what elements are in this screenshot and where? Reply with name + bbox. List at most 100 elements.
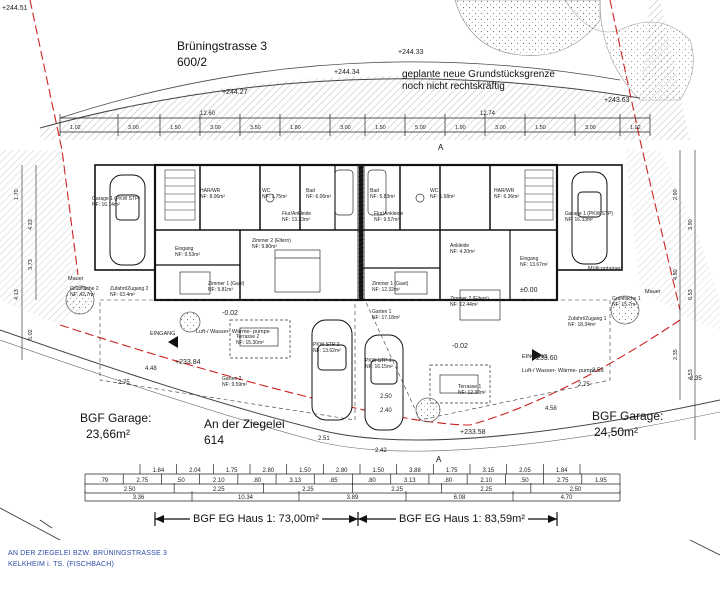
dim-b1-8: 1.75 — [446, 468, 458, 474]
dim-misc-8: 2.35 — [690, 376, 702, 382]
elevation-e8: +233.60 — [532, 355, 558, 362]
dim-b3-1: 2.25 — [213, 487, 225, 493]
street-edge-2 — [59, 61, 621, 119]
room-area-r17: NF: 4.20m² — [450, 249, 475, 255]
dim-b1-3: 2.80 — [262, 468, 274, 474]
room-area-r22: NF: 17.18m² — [372, 315, 400, 321]
elevation-e7: +233.58 — [460, 429, 486, 436]
dim-b3-5: 2.50 — [570, 487, 582, 493]
street-label-ziegelei: An der Ziegelei — [204, 417, 285, 431]
boundary-note-line1: geplante neue Grundstücksgrenze — [402, 69, 555, 80]
tree-foliage-top — [454, 0, 694, 101]
elevation-e4: +244.27 — [222, 89, 248, 96]
room-area-r27: NF: 16.15m² — [365, 364, 393, 370]
dim-side-9: 2.35 — [673, 349, 679, 360]
room-name-r21: Garage 1 (PKW STP) — [565, 211, 613, 217]
dim-side-0: 1.70 — [14, 189, 20, 200]
dim-side-1: 4.33 — [28, 219, 34, 230]
dim-side-3: 4.13 — [14, 289, 20, 300]
property-line-right — [609, 0, 681, 311]
room-area-r14: NF: 1.68m² — [430, 194, 455, 200]
room-area-r24: NF: 15.7m² — [612, 302, 637, 308]
dim-b1-9: 3.15 — [482, 468, 494, 474]
dim-b1-5: 2.80 — [336, 468, 348, 474]
bgf-arrowheads — [155, 515, 557, 523]
dim-top-13: 1.02 — [630, 125, 641, 131]
dim-b1-6: 1.50 — [372, 468, 384, 474]
dim-side-6: 3.90 — [688, 219, 694, 230]
garden-right-outline — [364, 299, 611, 421]
dim-top-5: 1.80 — [290, 125, 301, 131]
dim-b2-13: 1.95 — [595, 478, 607, 484]
footer-address-line1: AN DER ZIEGELEI BZW. BRÜNINGSTRASSE 3 — [8, 550, 168, 557]
room-name-r20: Zimmer 2 (Eltern) — [450, 296, 489, 302]
dim-b2-12: 2.75 — [557, 478, 569, 484]
dim-b3-2: 2.25 — [302, 487, 314, 493]
elevation-e11: -0.02 — [452, 343, 468, 350]
garage-right-value: 24,50m² — [594, 425, 639, 439]
dim-top-10: 3.00 — [495, 125, 506, 131]
dim-b2-10: 2.10 — [480, 478, 492, 484]
room-area-r26: NF: 13.62m² — [313, 348, 341, 354]
room-name-r15: HAR/WR — [494, 188, 515, 194]
footer-address-line2: KELKHEIM i. TS. (FISCHBACH) — [8, 561, 115, 568]
room-area-r11: NF: 15.30m² — [236, 340, 264, 346]
svg-text:A: A — [436, 455, 442, 464]
dim-b3-3: 2.25 — [391, 487, 403, 493]
terrain-hatch-left — [0, 150, 95, 325]
dim-misc-0: 2.75 — [118, 380, 130, 386]
room-area-r21: NF: 16.33m² — [565, 217, 593, 223]
room-name-r7: Zimmer 1 (Gast) — [208, 281, 245, 287]
dim-b2-5: 3.13 — [289, 478, 301, 484]
bath-fixtures — [265, 169, 425, 216]
elevation-e10: -0.02 — [222, 310, 238, 317]
dim-top-7: 1.50 — [375, 125, 386, 131]
street-label-bruening: Brüningstrasse 3 — [177, 39, 268, 53]
room-area-r3: NF: 6.06m² — [306, 194, 331, 200]
street-edge-ziegelei-2 — [0, 339, 720, 452]
room-area-r25: NF: 18.34m² — [568, 322, 596, 328]
room-name-r27: PKW STP 1 — [365, 358, 392, 364]
trees — [65, 285, 640, 423]
dim-b1-0: 1.84 — [152, 468, 164, 474]
dim-b2-4: .80 — [253, 478, 262, 484]
room-area-r16: NF: 9.57m² — [374, 217, 399, 223]
dim-side-10: 4.53 — [688, 369, 694, 380]
dim-b3-4: 2.25 — [480, 487, 492, 493]
dim-b1-11: 1.84 — [556, 468, 568, 474]
terrace-left — [229, 319, 291, 359]
label-m3: Luft-/ Wasser- Wärme- pumpe — [196, 329, 270, 335]
car-garage-left — [109, 174, 146, 266]
dim-top-2: 1.50 — [170, 125, 181, 131]
entrance-arrows — [168, 336, 542, 361]
dim-b2-2: .50 — [176, 478, 185, 484]
room-area-r12: NF: 9.59m² — [222, 382, 247, 388]
dim-top-3: 3.00 — [210, 125, 221, 131]
elevation-e6: +233.84 — [175, 359, 201, 366]
room-name-r12: Garten 2 — [222, 376, 242, 382]
section-markers: A A — [436, 143, 444, 464]
room-area-r15: NF: 6.36m² — [494, 194, 519, 200]
dim-b3-0: 2.50 — [124, 487, 136, 493]
dim-b4-4: 4.70 — [561, 495, 573, 501]
dim-side-2: 3.73 — [28, 259, 34, 270]
room-name-r16: Flur/Ankleide — [374, 211, 403, 217]
dim-misc-7: 2.40 — [380, 408, 392, 414]
dim-side-8: 6.53 — [688, 289, 694, 300]
elevation-e2: +244.33 — [398, 49, 424, 56]
dim-b4-1: 10.34 — [238, 495, 254, 501]
room-area-r23: NF: 12.30m² — [458, 390, 486, 396]
street-parcel-bruening: 600/2 — [177, 55, 208, 69]
room-name-r26: PKW STP 2 — [313, 342, 340, 348]
dim-side-7: 4.80 — [673, 269, 679, 280]
room-name-r23: Terrasse 1 — [458, 384, 482, 390]
label-m6: Mauer — [645, 289, 661, 295]
garden-left-outline — [99, 299, 356, 421]
dim-top-12: 3.00 — [585, 125, 596, 131]
bgf-house-right: BGF EG Haus 1: 83,59m² — [396, 514, 528, 525]
dim-side-5: 2.90 — [673, 189, 679, 200]
dim-b1-10: 2.05 — [519, 468, 531, 474]
dim-top-4: 3.50 — [250, 125, 261, 131]
dim-b1-7: 3.88 — [409, 468, 421, 474]
dim-misc-4: 4.58 — [545, 406, 557, 412]
